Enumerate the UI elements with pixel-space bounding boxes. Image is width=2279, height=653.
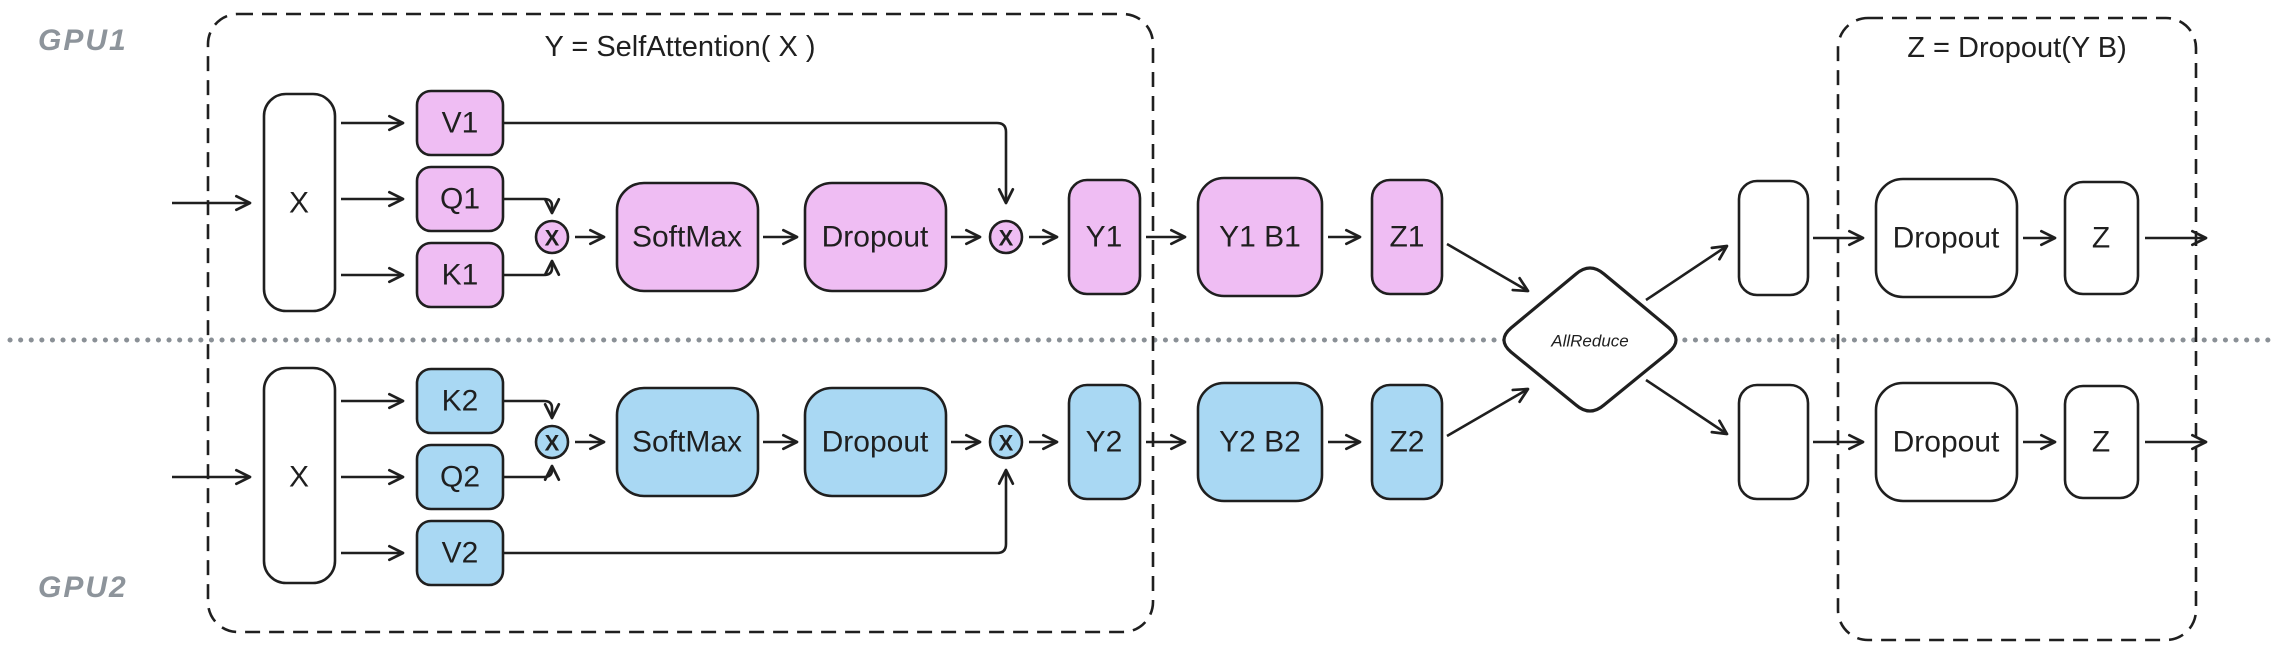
softmax-label-gpu1: SoftMax <box>632 221 742 254</box>
selfattention-group: Y = SelfAttention( X ) <box>206 12 1155 634</box>
y2b2-label: Y2 B2 <box>1219 426 1301 459</box>
gather-box-gpu2 <box>1737 383 1810 501</box>
allreduce-node: AllReduce <box>1502 266 1678 413</box>
y1-box <box>1067 178 1142 296</box>
allreduce-label: AllReduce <box>1550 332 1629 351</box>
dropout-group: Z = Dropout(Y B) <box>1836 16 2198 642</box>
out-dropout-box-gpu1 <box>1874 177 2019 299</box>
v2-label: V2 <box>442 537 479 570</box>
x-input-label-gpu1: X <box>289 187 309 220</box>
arrow-allreduce-to-gather-gpu2 <box>1645 378 1729 436</box>
k1-label: K1 <box>442 259 479 292</box>
multiply-v-symbol-gpu2: X <box>999 431 1014 456</box>
multiply-qk-symbol-gpu2: X <box>545 431 560 456</box>
multiply-qk-circle-gpu2 <box>534 424 570 460</box>
multiply-v-circle-gpu1 <box>988 219 1024 255</box>
connector-k2-to-multiply <box>503 399 561 420</box>
q2-label: Q2 <box>440 461 480 494</box>
connector-k1-to-multiply <box>503 259 561 277</box>
y2b2-box <box>1196 381 1324 503</box>
out-z-box-gpu2 <box>2063 384 2140 500</box>
y2-box <box>1067 383 1142 501</box>
v1-label: V1 <box>442 107 479 140</box>
y2-label: Y2 <box>1086 426 1123 459</box>
multiply-v-circle-gpu2 <box>988 424 1024 460</box>
z2-box <box>1370 383 1444 501</box>
attn-dropout-box-gpu2 <box>803 386 948 498</box>
connector-q2-to-multiply <box>503 464 561 482</box>
softmax-label-gpu2: SoftMax <box>632 426 742 459</box>
arrow-z1-to-allreduce <box>1446 242 1530 293</box>
softmax-box-gpu1 <box>615 181 760 293</box>
arrow-z2-to-allreduce <box>1446 387 1530 438</box>
y1-label: Y1 <box>1086 221 1123 254</box>
gpu1-label: GPU1 <box>38 24 128 57</box>
y1b1-label: Y1 B1 <box>1219 221 1301 254</box>
x-input-box-gpu2 <box>262 366 337 585</box>
out-z-label-gpu1: Z <box>2092 222 2110 255</box>
x-input-label-gpu2: X <box>289 461 309 494</box>
attn-dropout-box-gpu1 <box>803 181 948 293</box>
k2-label: K2 <box>442 385 479 418</box>
selfattention-group-title: Y = SelfAttention( X ) <box>544 31 815 63</box>
connector-v2-to-multiply <box>503 468 1015 555</box>
arrow-allreduce-to-gather-gpu1 <box>1645 244 1729 302</box>
z2-label: Z2 <box>1389 426 1424 459</box>
multiply-v-symbol-gpu1: X <box>999 226 1014 251</box>
out-dropout-label-gpu2: Dropout <box>1893 426 2000 459</box>
attn-dropout-label-gpu1: Dropout <box>822 221 929 254</box>
out-z-box-gpu1 <box>2063 180 2140 296</box>
gpu1-row: X V1 Q1 K1 X SoftMax Dropout X Y1 Y1 B1 <box>172 89 2208 313</box>
softmax-box-gpu2 <box>615 386 760 498</box>
gather-box-gpu1 <box>1737 179 1810 297</box>
selfattention-group-border <box>206 12 1155 634</box>
gpu2-row: X K2 Q2 V2 X SoftMax Dropout X Y2 Y2 B2 <box>172 366 2208 587</box>
z1-label: Z1 <box>1389 221 1424 254</box>
connector-v1-to-multiply <box>503 121 1015 205</box>
attn-dropout-label-gpu2: Dropout <box>822 426 929 459</box>
connector-q1-to-multiply <box>503 197 561 215</box>
gpu2-label: GPU2 <box>38 571 128 604</box>
multiply-qk-circle-gpu1 <box>534 219 570 255</box>
out-dropout-box-gpu2 <box>1874 381 2019 503</box>
x-input-box-gpu1 <box>262 92 337 313</box>
allreduce-diamond <box>1502 266 1678 413</box>
dropout-group-border <box>1836 16 2198 642</box>
q1-label: Q1 <box>440 183 480 216</box>
z1-box <box>1370 178 1444 296</box>
out-z-label-gpu2: Z <box>2092 426 2110 459</box>
dropout-group-title: Z = Dropout(Y B) <box>1907 32 2126 64</box>
y1b1-box <box>1196 176 1324 298</box>
multiply-qk-symbol-gpu1: X <box>545 226 560 251</box>
out-dropout-label-gpu1: Dropout <box>1893 222 2000 255</box>
